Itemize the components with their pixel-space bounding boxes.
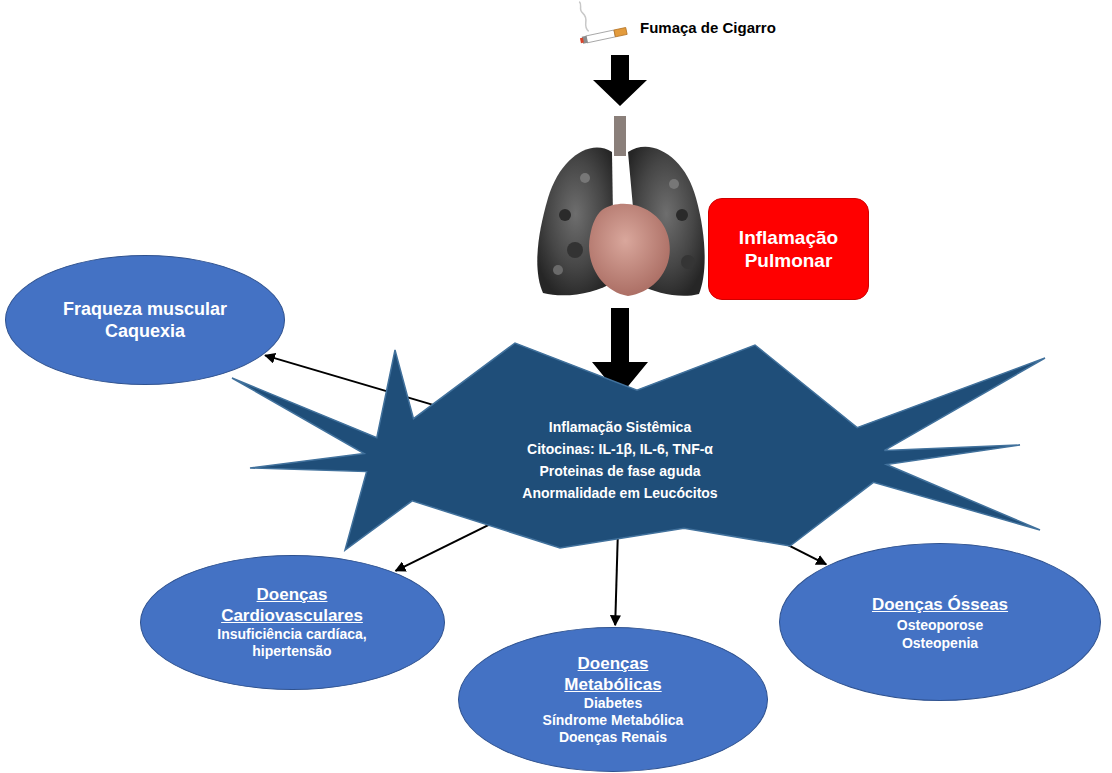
node-text: Fraqueza muscular xyxy=(63,298,227,320)
node-text: Diabetes xyxy=(533,695,693,712)
node-text: Síndrome Metabólica xyxy=(533,712,693,729)
node-text: Caquexia xyxy=(63,320,227,342)
text-block: Inflamação SistêmicaCitocinas: IL-1β, IL… xyxy=(522,416,717,504)
effect-ellipse: Fraqueza muscularCaquexia xyxy=(5,255,285,385)
node-text: Anormalidade em Leucócitos xyxy=(522,482,717,504)
text-block: Doenças ÓsseasOsteoporoseOsteopenia xyxy=(872,593,1008,652)
flow-arrow xyxy=(593,55,647,106)
node-text: Insuficiência cardíaca, hipertensão xyxy=(197,626,387,660)
node-text: Inflamação Sistêmica xyxy=(522,416,717,438)
source-label: Fumaça de Cigarro xyxy=(640,19,776,36)
disease-ellipse: Doenças MetabólicasDiabetesSíndrome Meta… xyxy=(458,627,768,772)
text-block: Doenças MetabólicasDiabetesSíndrome Meta… xyxy=(533,653,693,746)
text-block: Doenças CardiovascularesInsuficiência ca… xyxy=(197,584,387,660)
connector-arrow xyxy=(615,528,618,625)
text-block: Fraqueza muscularCaquexia xyxy=(63,298,227,342)
inflammation-box: Inflamação Pulmonar xyxy=(708,198,869,300)
starburst-outline xyxy=(232,343,1045,550)
node-text: Citocinas: IL-1β, IL-6, TNF-α xyxy=(522,438,717,460)
systemic-starburst: Inflamação SistêmicaCitocinas: IL-1β, IL… xyxy=(228,340,1050,555)
heading-text: Doenças Cardiovasculares xyxy=(197,584,387,626)
node-text: Osteoporose xyxy=(872,616,1008,634)
heading-text: Doenças Metabólicas xyxy=(533,653,693,695)
node-text: Proteinas de fase aguda xyxy=(522,460,717,482)
disease-ellipse: Doenças CardiovascularesInsuficiência ca… xyxy=(140,555,445,690)
disease-ellipse: Doenças ÓsseasOsteoporoseOsteopenia xyxy=(779,543,1101,701)
heading-text: Doenças Ósseas xyxy=(872,593,1008,616)
text-block: Inflamação Pulmonar xyxy=(720,226,857,272)
node-text: Doenças Renais xyxy=(533,729,693,746)
node-text: Inflamação Pulmonar xyxy=(720,226,857,272)
cigarette-icon xyxy=(572,0,627,44)
lungs-illustration xyxy=(537,116,704,296)
node-text: Osteopenia xyxy=(872,634,1008,652)
